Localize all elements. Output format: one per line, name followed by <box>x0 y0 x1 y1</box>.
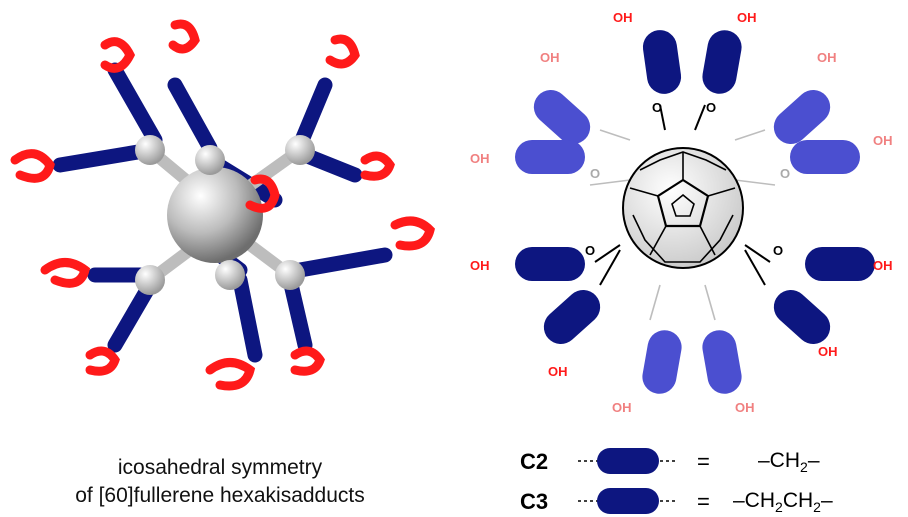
acid-oh-label: OH <box>737 10 757 25</box>
legend-c3-formula: –CH2CH2– <box>733 489 833 516</box>
acid-oh-label: OH <box>613 10 633 25</box>
legend-c3-equals: = <box>697 489 710 514</box>
acid-oh-label: OH <box>548 364 568 379</box>
caption-line-1: icosahedral symmetry <box>117 456 323 479</box>
legend-c2-equals: = <box>697 449 710 474</box>
ester-o-label: O <box>773 243 783 258</box>
ester-o-label: O <box>590 166 600 181</box>
acid-labels: OH OH OH OH OH OH OH OH OH OH OH OH <box>470 10 893 415</box>
ester-o-label: O <box>706 100 716 115</box>
acid-oh-label: OH <box>873 258 893 273</box>
rear-bonds <box>589 129 776 321</box>
legend-graphics <box>578 448 678 514</box>
acid-oh-label: OH <box>540 50 560 65</box>
hexakisadduct-schematic: O O O O O O OH OH OH OH OH OH OH OH OH O… <box>470 10 893 514</box>
caption-line-2: of [60]fullerene hexakisadducts <box>75 484 365 507</box>
acid-oh-label: OH <box>470 151 490 166</box>
legend-c2-label: C2 <box>520 449 549 474</box>
ester-o-label: O <box>585 243 595 258</box>
red-carboxyl-groups <box>10 19 435 391</box>
legend-c3-label: C3 <box>520 489 549 514</box>
linker-pills <box>515 30 875 394</box>
legend-c2-formula: –CH2– <box>758 449 820 476</box>
c60-fullerene <box>622 147 744 269</box>
ester-o-label: O <box>780 166 790 181</box>
acid-oh-label: OH <box>817 50 837 65</box>
carbon-atoms <box>135 135 315 295</box>
front-bonds <box>594 104 771 286</box>
legend-c2-pill <box>597 448 659 474</box>
acid-oh-label: OH <box>818 344 838 359</box>
molecular-model-3d <box>10 19 435 391</box>
acid-oh-label: OH <box>470 258 490 273</box>
acid-oh-label: OH <box>612 400 632 415</box>
ester-oxygens: O O O O O O <box>585 100 790 258</box>
acid-oh-label: OH <box>735 400 755 415</box>
acid-oh-label: OH <box>873 133 893 148</box>
ester-o-label: O <box>652 100 662 115</box>
fullerene-core-sphere <box>167 167 263 263</box>
legend-c3-pill <box>597 488 659 514</box>
